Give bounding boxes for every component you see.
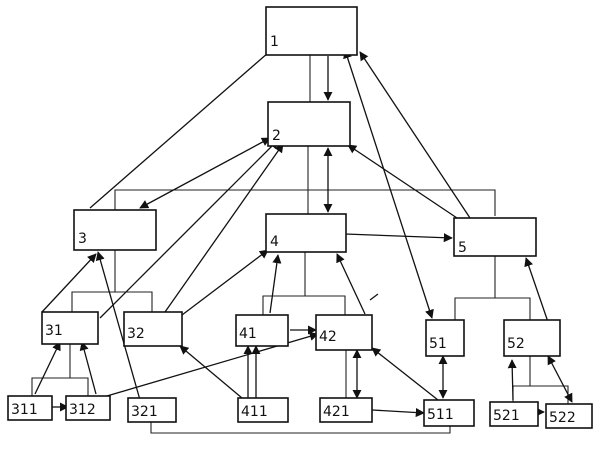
- node-511-label: 511: [427, 407, 454, 423]
- node-312-label: 312: [69, 402, 96, 418]
- node-51: 51: [425, 319, 465, 357]
- node-421-label: 421: [323, 404, 350, 420]
- node-51-label: 51: [429, 336, 447, 352]
- node-42-label: 42: [319, 329, 337, 345]
- node-511: 511: [423, 399, 475, 427]
- node-5: 5: [453, 217, 537, 257]
- node-421: 421: [319, 397, 373, 423]
- arrows: [34, 45, 573, 418]
- node-41-label: 41: [239, 326, 257, 342]
- node-52: 52: [503, 319, 561, 357]
- tree-connectors: [31, 55, 569, 434]
- node-2: 2: [267, 101, 351, 147]
- node-41: 41: [235, 314, 289, 347]
- node-521-label: 521: [493, 408, 520, 424]
- node-522: 522: [545, 403, 593, 429]
- node-5-label: 5: [458, 240, 467, 256]
- node-1: 1: [265, 6, 358, 56]
- node-411: 411: [237, 397, 289, 423]
- node-31-label: 31: [45, 323, 63, 339]
- node-1-label: 1: [270, 34, 279, 50]
- node-52-label: 52: [507, 336, 525, 352]
- node-311-label: 311: [11, 402, 38, 418]
- node-3: 3: [73, 209, 157, 251]
- node-32: 32: [123, 311, 183, 347]
- node-3-label: 3: [78, 231, 87, 247]
- node-2-label: 2: [272, 128, 281, 144]
- node-321: 321: [127, 397, 177, 423]
- node-4-label: 4: [270, 234, 279, 250]
- node-32-label: 32: [127, 326, 145, 342]
- node-321-label: 321: [131, 404, 158, 420]
- node-42: 42: [315, 314, 373, 351]
- node-522-label: 522: [549, 410, 576, 426]
- node-312: 312: [65, 395, 111, 421]
- node-411-label: 411: [241, 404, 268, 420]
- node-311: 311: [7, 395, 53, 421]
- node-4: 4: [265, 213, 347, 253]
- node-521: 521: [489, 401, 539, 427]
- node-31: 31: [41, 311, 99, 345]
